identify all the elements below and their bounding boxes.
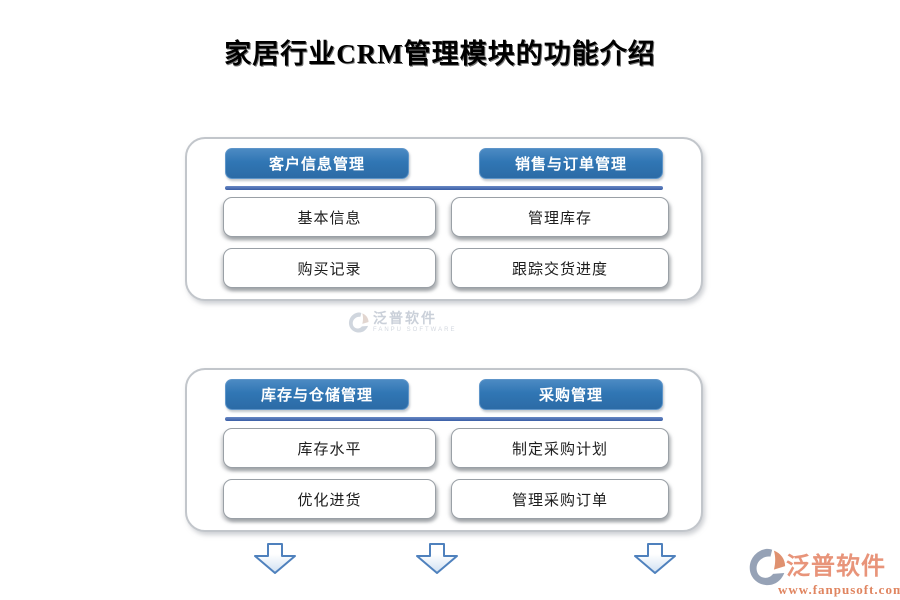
header-customer-info-management: 客户信息管理 — [225, 148, 409, 179]
header-purchase-management: 采购管理 — [479, 379, 663, 410]
header-divider — [225, 417, 663, 421]
header-sales-order-management: 销售与订单管理 — [479, 148, 663, 179]
watermark-subtitle: FANPU SOFTWARE — [373, 327, 457, 333]
panel-inventory-purchasing: 库存与仓储管理 采购管理 库存水平 制定采购计划 优化进货 管理采购订单 — [185, 368, 703, 532]
center-watermark: 泛普软件 FANPU SOFTWARE — [348, 310, 456, 334]
watermark-brand: 泛普软件 — [373, 310, 437, 326]
item-make-purchase-plan: 制定采购计划 — [451, 428, 669, 468]
footer-brand-url: www.fanpusoft.com — [778, 582, 900, 597]
arrow-down-icon — [254, 543, 296, 574]
header-inventory-warehouse-management: 库存与仓储管理 — [225, 379, 409, 410]
fanpu-logo-icon — [749, 548, 786, 586]
item-track-delivery-progress: 跟踪交货进度 — [451, 248, 669, 288]
item-inventory-level: 库存水平 — [223, 428, 436, 468]
item-optimize-stocking: 优化进货 — [223, 479, 436, 519]
page-title: 家居行业CRM管理模块的功能介绍 — [224, 39, 656, 69]
item-manage-purchase-orders: 管理采购订单 — [451, 479, 669, 519]
footer-brand: 泛普软件 www.fanpusoft.com — [748, 548, 900, 598]
fanpu-logo-icon — [348, 312, 369, 333]
footer-brand-name: 泛普软件 — [786, 553, 886, 580]
arrow-down-icon — [634, 543, 676, 574]
item-basic-info: 基本信息 — [223, 197, 436, 237]
panel-customer-sales: 客户信息管理 销售与订单管理 基本信息 管理库存 购买记录 跟踪交货进度 — [185, 137, 703, 301]
item-manage-inventory: 管理库存 — [451, 197, 669, 237]
item-purchase-records: 购买记录 — [223, 248, 436, 288]
arrow-down-icon — [416, 543, 458, 574]
header-divider — [225, 186, 663, 190]
